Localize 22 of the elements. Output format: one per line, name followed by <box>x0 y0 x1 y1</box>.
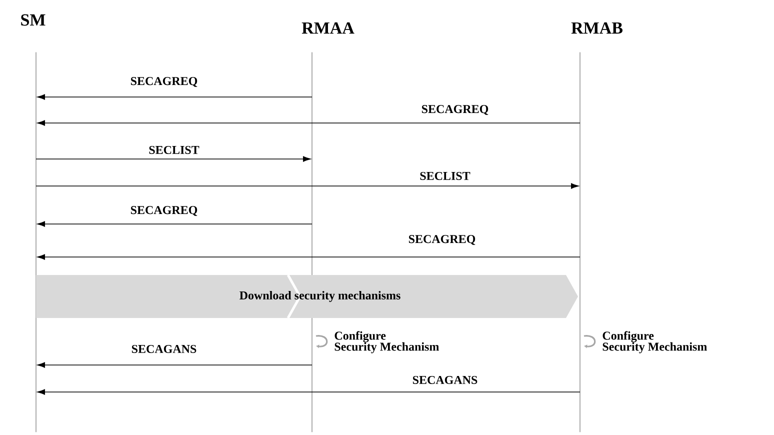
edge-label: SECAGANS <box>412 376 478 384</box>
lifeline-header: RMAB <box>571 22 622 34</box>
note-text: Configure Security Mechanism <box>602 331 707 354</box>
edge-label: SECAGREQ <box>130 77 198 87</box>
note-text: Configure Security Mechanism <box>334 331 439 354</box>
message-arrow <box>37 362 312 368</box>
edge-label: SECAGREQ <box>422 105 488 115</box>
message-arrow <box>37 94 312 100</box>
edge-label: SECLIST <box>420 172 470 180</box>
message-arrow <box>37 254 580 260</box>
message-arrow <box>36 183 579 189</box>
edge-label: SECAGANS <box>132 344 196 353</box>
lifeline-header: RMAA <box>302 22 354 34</box>
process-band: Download security mechanisms <box>36 274 578 319</box>
lifeline-header: SM <box>21 14 46 26</box>
message-arrow <box>37 389 580 395</box>
message-arrow <box>37 221 312 227</box>
message-arrow <box>36 156 311 162</box>
edge-label: SECAGREQ <box>408 235 476 245</box>
message-arrow <box>37 120 580 126</box>
edge-label: SECAGREQ <box>130 206 198 216</box>
edge-label: SECLIST <box>149 146 200 154</box>
